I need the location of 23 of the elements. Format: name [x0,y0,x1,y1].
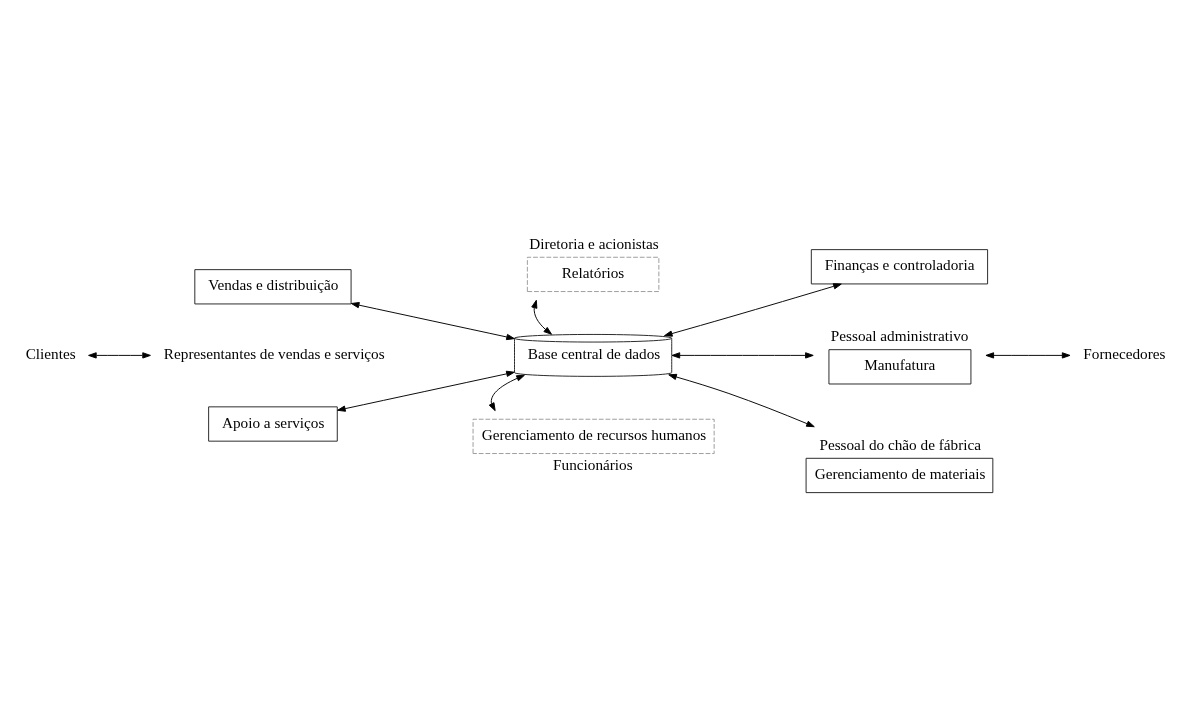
node-box: Manufatura [828,348,972,384]
arrow [985,351,1071,359]
node-label: Pessoal administrativo [830,326,969,344]
node-box: Gerenciamento de materiais [805,457,994,493]
arrow [488,374,525,411]
node-label: Pessoal do chão de fábrica [819,435,982,453]
node-box: Gerenciamento de recursos humanos [472,418,715,454]
arrow [668,373,815,427]
arrow [663,282,842,337]
node-text: Fornecedores [1083,344,1166,362]
node-label: Funcionários [553,455,633,473]
node-box: Apoio a serviços [208,405,338,442]
arrow [350,301,515,340]
node-label: Diretoria e acionistas [529,233,659,251]
arrow [671,351,814,359]
arrow [531,299,552,335]
node-box: Finanças e controladoria [810,248,989,284]
node-text: Clientes [25,344,76,362]
arrow [88,351,151,359]
node-box: Vendas e distribuição [194,268,352,304]
arrow [337,370,515,412]
node-text: Representantes de vendas e serviços [163,344,385,362]
node-box: Relatórios [526,256,660,292]
